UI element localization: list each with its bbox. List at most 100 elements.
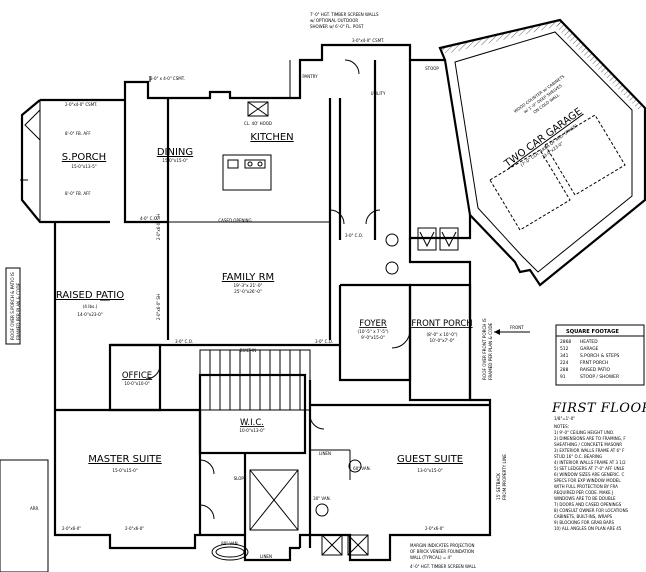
sporch-dim: 15-0"x13-5" [71, 164, 96, 169]
family-room-dim: 19'-3"x 21'-0" [234, 283, 263, 288]
toilets [315, 233, 399, 517]
linen-label-2: LINEN [260, 554, 272, 559]
brick-note-3: WALL (TYPICAL) = 4" [410, 555, 452, 560]
timber-top-note-2: w/ OPTIONAL OUTDOOR [310, 18, 358, 23]
note-item-13: 8) CONSULT OWNER FOR LOCATIONS [554, 508, 629, 513]
foyer-dim2: 9'-0"x15-0" [361, 335, 385, 340]
side-note-right-2: FROM PROPERTY LINE [502, 454, 507, 500]
note-item-1: 2) DIMENSIONS ARE TO FRAMING, F [554, 436, 626, 441]
dining-label: DINING [157, 147, 193, 158]
sqft-row-4-value: 288 [560, 367, 569, 373]
vanity-label-3: 60" VAN. [353, 466, 371, 471]
patio-dim2: 14-0"x23-0" [77, 312, 102, 317]
guest-bath-fans [321, 534, 369, 556]
sqft-row-3-label: FRNT PORCH [580, 360, 608, 366]
utility-label: UTILITY [371, 91, 386, 96]
linen-label: LINEN [319, 451, 331, 456]
note-item-15: 9) BLOCKING FOR GRAB BARS [554, 520, 615, 525]
plan-title: FIRST FLOOR PLAN [551, 401, 646, 416]
front-porch-label: FRONT PORCH [411, 319, 472, 329]
guest-suite-label: GUEST SUITE [397, 454, 463, 465]
vanity-label: 80" VAN. [221, 541, 239, 546]
sqft-row-5-label: STOOP / SHOWER [580, 374, 619, 380]
range-hood-label: CL. 4O' HOOD [244, 121, 272, 126]
sporch-label: S.PORCH [62, 152, 106, 163]
side-note-left-box [5, 267, 21, 345]
note-item-9: WITH FULL PROTECTION BY FRA [554, 484, 618, 489]
front-arrow: FRONT [494, 325, 530, 335]
note-item-2: SHEATHING / CONCRETE MASONR [554, 442, 622, 447]
side-note-right: 15' SETBACK [496, 473, 501, 500]
dim-co3: 3-0" C.O. [175, 339, 193, 344]
note-item-16: 10) ALL ANGLES ON PLAN ARE 45 [554, 526, 622, 531]
note-item-7: 6) WINDOW SIZES ARE GENERIC. C [554, 472, 625, 477]
pantry-label: PANTRY [302, 74, 318, 79]
timber-top-note: 7'-0" HGT. TIMBER SCREEN WALLS [310, 12, 379, 17]
brick-note-2: OF BRICK VENEER FOUNDATION [410, 549, 474, 554]
side-note-left: ROOF OVER S.PORCH & PATIO IS [10, 272, 15, 340]
dim-fam-left-2: 2-0"x6-0" SH [156, 294, 161, 320]
sqft-row-3-value: 224 [560, 360, 569, 366]
timber-top-note-3: SHOWER w/ 6'-0" FL. POST [310, 24, 364, 29]
dim-co4: 4-0" C.O. [140, 216, 158, 221]
sqft-row-1-label: GARAGE [580, 346, 599, 352]
foyer-label: FOYER [359, 319, 387, 329]
sqft-row-4-label: RAISED PATIO [580, 367, 611, 373]
cased-opening-label: CASED OPENING [218, 218, 251, 223]
garage-brick-hatch [440, 20, 645, 110]
note-item-4: STUD 16" O.C. BEARING [554, 454, 602, 459]
note-item-11: WINDOWS ARE TO BE DOUBLE [554, 496, 616, 501]
note-item-6: 5) SET LEDGERS AT 7'-0" AFF UNLE [554, 466, 625, 471]
range [247, 101, 269, 117]
note-item-12: 7) DOORS AND CASED OPENINGS [554, 502, 622, 507]
dim-co1: 3-0" C.O. [345, 233, 363, 238]
dim-co2: 3-0" C.O. [315, 339, 333, 344]
sqft-row-2-label: S.PORCH & STEPS [580, 353, 620, 359]
dim-fam-left: 2-0"x6-0" SH [156, 214, 161, 240]
dining-dim: 15-0"x15-0" [162, 158, 187, 163]
garage-parking-outlines [489, 114, 626, 231]
exterior-walls [20, 18, 646, 562]
square-footage-table: SQUARE FOOTAGE 2868 HEATED 512 GARAGE 34… [555, 324, 645, 386]
sqft-row-0-label: HEATED [580, 339, 598, 345]
wic-dim: 10-0"x13-0" [239, 428, 264, 433]
stair-treads [209, 350, 301, 410]
timber-bottom-note: 4'-0" HGT. TIMBER SCREEN WALL [410, 564, 477, 569]
sqft-row-1-value: 512 [560, 346, 569, 352]
guest-suite-dim: 13-0"x15-0" [417, 468, 442, 473]
dim-porch-top: 8'-0" FB. AFF [65, 131, 91, 136]
note-item-10: REQUIRED PER CODE. MAKE J [554, 490, 613, 495]
family-room-label: FAMILY RM [222, 272, 274, 283]
note-item-3: 3) EXTERIOR WALLS FRAME AT 6" F [554, 448, 625, 453]
dim-master-b2: 2-0"x6-0" [125, 526, 144, 531]
office-label: OFFICE [122, 371, 152, 381]
master-suite-dim: 15-0"x15-0" [112, 468, 137, 473]
front-porch-dim2: 10'-0"x7'-0" [430, 338, 455, 343]
dim-dining-window: 2-0"x4-0" CSMT. [65, 102, 97, 107]
side-note-mid-2: FRAMED PER PLAN & CODE [488, 322, 493, 380]
brick-note: MARGIN INDICATES PROJECTION [410, 543, 475, 548]
interior-walls [55, 60, 490, 548]
door-swings [145, 59, 411, 520]
patio-label: RAISED PATIO [56, 290, 124, 301]
plan-scale: 1/8"=1'-0" [554, 416, 575, 421]
note-item-0: 1) 9'-0" CEILING HEIGHT UNO. [554, 430, 614, 435]
kitchen-island [222, 154, 272, 191]
sqft-row-0-value: 2868 [560, 339, 571, 345]
patio-dim: (4 Ibs.) [83, 304, 98, 309]
sqft-title: SQUARE FOOTAGE [566, 329, 619, 335]
notes-heading: NOTES: [554, 424, 569, 429]
left-edge-box-text: ARR. [30, 506, 39, 511]
family-room-dim2: 25'-0"x26'-0" [234, 289, 262, 294]
foyer-dim: (10'-5" x 7'-5") [358, 329, 389, 334]
dim-top-kitchen: 3-0" x 4-0" CSMT. [150, 76, 185, 81]
wic-label: W.I.C. [240, 418, 264, 428]
laundry-machines [417, 227, 459, 251]
dim-top-garage: 3-0"x4-0" CSMT. [352, 38, 384, 43]
sqft-row-2-value: 341 [560, 353, 569, 359]
dim-master-b1: 2-0"x6-0" [62, 526, 81, 531]
kitchen-label: KITCHEN [250, 132, 293, 143]
note-item-14: CABINETS, BUILT-INS, WRAPS [554, 514, 613, 519]
front-porch-dim: (8'-0" x 10'-0") [427, 332, 458, 337]
